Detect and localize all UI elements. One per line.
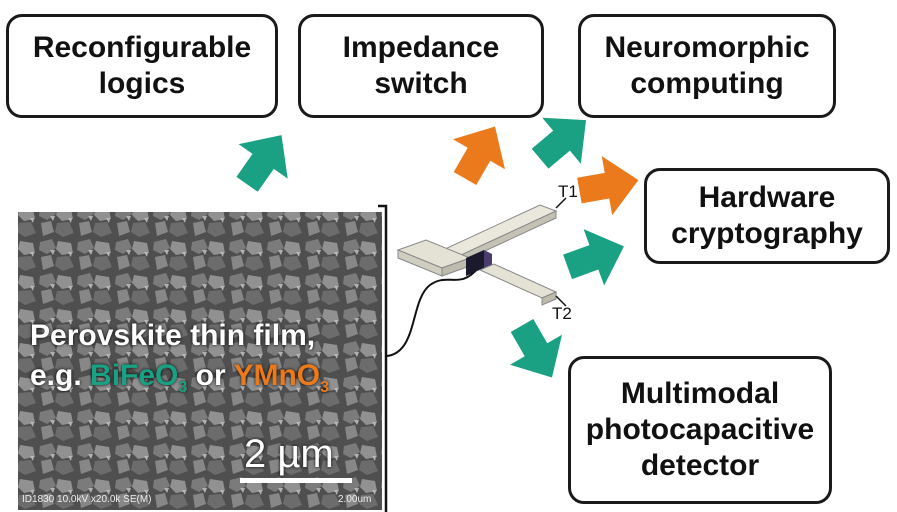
film-connector-line	[386, 267, 479, 357]
box-neuromorphic-line2: computing	[630, 67, 784, 100]
film-bracket	[378, 204, 388, 512]
box-multimodal-line1: Multimodal	[620, 377, 780, 410]
terminal-t1-label: T1	[558, 182, 578, 201]
box-impedance-line1: Impedance	[342, 31, 500, 64]
sem-caption-or: or	[195, 359, 226, 392]
sem-caption-line2: e.g. BiFeO3 or YMnO3	[30, 356, 329, 408]
material-ymno3-text: YMnO	[233, 359, 321, 392]
sem-caption-line1: Perovskite thin film,	[30, 319, 316, 352]
box-multimodal-line2: photocapacitive	[585, 413, 815, 446]
scale-bar	[240, 478, 352, 483]
device-illustration	[396, 197, 567, 307]
box-hardware-line2: cryptography	[671, 217, 863, 250]
sem-caption: Perovskite thin film, e.g. BiFeO3 or YMn…	[30, 316, 329, 408]
scale-bar-label: 2 µm	[244, 432, 334, 476]
box-multimodal-line3: detector	[640, 449, 760, 482]
arrow-to-hardware-cryptography-orange	[577, 156, 639, 216]
material-bifeo3: BiFeO3	[90, 359, 187, 396]
material-ymno3-sub: 3	[320, 379, 330, 396]
arrow-to-reconfigurable-logics	[236, 135, 288, 192]
box-hardware-line1: Hardware	[698, 181, 836, 214]
box-reconfigurable-line2: logics	[98, 67, 186, 100]
sem-caption-eg: e.g.	[30, 359, 82, 392]
arrow-to-neuromorphic-computing	[531, 117, 587, 169]
box-reconfigurable-line1: Reconfigurable	[32, 31, 252, 64]
terminal-t2-label: T2	[552, 304, 572, 323]
arrow-to-impedance-switch	[453, 126, 505, 186]
sem-info-left: ID1830 10.0kV x20.0k SE(M)	[22, 494, 152, 505]
arrow-to-multimodal-detector	[510, 318, 562, 378]
sem-info-right: 2.00um	[338, 494, 372, 505]
box-neuromorphic-line1: Neuromorphic	[604, 31, 810, 64]
material-bifeo3-text: BiFeO	[90, 359, 179, 392]
sem-image	[18, 212, 382, 510]
material-bifeo3-sub: 3	[178, 379, 188, 396]
arrow-to-hardware-cryptography-green	[563, 229, 624, 286]
material-ymno3: YMnO3	[233, 359, 329, 396]
box-impedance-line2: switch	[374, 67, 468, 100]
